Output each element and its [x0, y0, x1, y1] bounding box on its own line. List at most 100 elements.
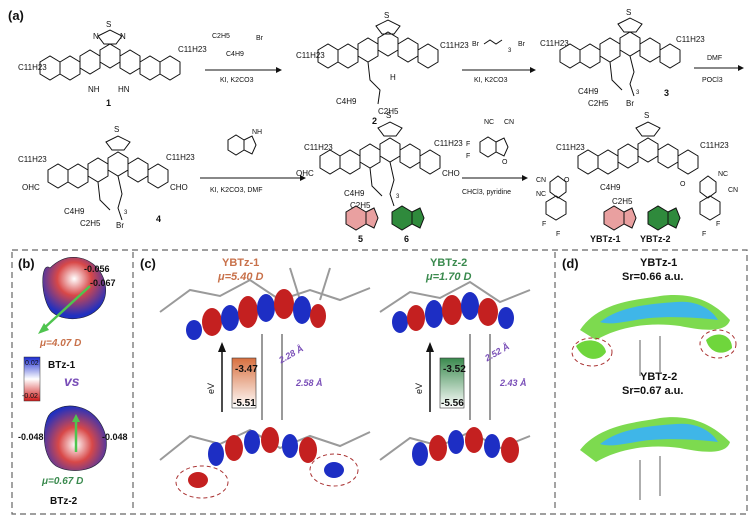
svg-text:NC: NC: [536, 191, 546, 198]
benzotriazole-reagent: [227, 134, 257, 156]
svg-text:POCl3: POCl3: [702, 77, 723, 84]
svg-text:S: S: [644, 111, 649, 120]
panel-c-label: (c): [140, 256, 156, 271]
svg-text:S: S: [626, 8, 631, 17]
svg-text:CHO: CHO: [170, 183, 188, 192]
compound-2-structure: [317, 19, 439, 105]
panel-a: (a) S N N NH HN C11H23 C11H23 1 C2H5 C4H…: [8, 8, 744, 244]
c-ybtz1-dist1: 2.28 Å: [276, 343, 305, 365]
svg-text:O: O: [564, 177, 570, 184]
svg-text:C2H5: C2H5: [212, 33, 230, 40]
svg-text:0.02: 0.02: [25, 360, 39, 367]
svg-text:C11H23: C11H23: [556, 143, 585, 152]
svg-text:-0.048: -0.048: [18, 432, 44, 442]
svg-text:C11H23: C11H23: [440, 41, 469, 50]
c-ybtz1-dipole: μ=5.40 D: [217, 271, 264, 283]
compound-1-structure: [39, 29, 181, 81]
panel-a-label: (a): [8, 8, 24, 23]
panel-c: (c) YBTz-1 μ=5.40 D YBTz-2 μ=1.70 D: [140, 256, 531, 499]
d-ybtz2-sr: Sr=0.67 a.u.: [622, 385, 683, 397]
svg-text:F: F: [466, 153, 470, 160]
svg-text:C4H9: C4H9: [344, 189, 365, 198]
c-ybtz2-gap-bar: [439, 357, 465, 409]
svg-text:C4H9: C4H9: [336, 97, 357, 106]
svg-text:C11H23: C11H23: [304, 143, 333, 152]
svg-text:F: F: [542, 221, 546, 228]
svg-text:C2H5: C2H5: [350, 201, 371, 210]
benzotriazole-ring-green: [391, 205, 413, 231]
svg-text:C4H9: C4H9: [226, 51, 244, 58]
c-ybtz1-name: YBTz-1: [222, 257, 259, 269]
svg-text:CHCl3, pyridine: CHCl3, pyridine: [462, 189, 511, 196]
svg-text:-0.056: -0.056: [84, 264, 110, 274]
svg-text:N: N: [120, 32, 126, 41]
c-ybtz1-lumo: -3.47: [235, 364, 258, 375]
svg-text:OHC: OHC: [296, 169, 314, 178]
btz1-name: BTz-1: [48, 360, 76, 371]
c-ybtz1-homo: -5.51: [233, 398, 256, 409]
svg-text:eV: eV: [414, 383, 424, 394]
svg-text:OHC: OHC: [22, 183, 40, 192]
svg-text:NH: NH: [88, 85, 100, 94]
c-ybtz2-dipole: μ=1.70 D: [425, 271, 472, 283]
svg-text:C11H23: C11H23: [700, 141, 729, 150]
svg-text:F: F: [702, 231, 706, 238]
d-ybtz2-isosurface: [580, 417, 730, 462]
c-ybtz1-gap-bar: [231, 357, 257, 409]
c-ybtz2-dist2: 2.43 Å: [499, 378, 527, 388]
esp-color-scale: [23, 356, 41, 402]
ybtz-1-label: YBTz-1: [590, 234, 621, 244]
svg-text:CHO: CHO: [442, 169, 460, 178]
c-ybtz1-homo-orbitals: [188, 427, 344, 488]
c-ybtz1-dist2: 2.58 Å: [295, 378, 323, 388]
svg-text:C11H23: C11H23: [676, 35, 705, 44]
c-ybtz1-lumo-orbitals: [186, 289, 326, 340]
panel-d: (d) YBTz-1 Sr=0.66 a.u. YBTz-2 Sr=0.67 a…: [562, 256, 737, 500]
d-ybtz2-name: YBTz-2: [640, 371, 677, 383]
panel-b: (b) -0.056 -0.067 μ=4.07 D BTz-1 0.02 -0…: [18, 256, 128, 507]
svg-text:CN: CN: [728, 187, 738, 194]
svg-text:NC: NC: [484, 119, 494, 126]
c-ybtz2-lumo-orbitals: [392, 292, 514, 333]
svg-text:3: 3: [636, 90, 640, 96]
btz1-dipole-arrow: [41, 285, 91, 331]
svg-text:C4H9: C4H9: [64, 207, 85, 216]
d-ybtz1-highlight-left: [571, 337, 613, 367]
d-ybtz1-isosurface: [576, 295, 732, 359]
d-ybtz1-highlight-right: [699, 329, 737, 359]
ybtz-2-label: YBTz-2: [640, 234, 671, 244]
compound-1-label: 1: [106, 98, 111, 108]
compound-3-label: 3: [664, 88, 669, 98]
btz2-name: BTz-2: [50, 496, 78, 507]
svg-text:S: S: [386, 111, 391, 120]
svg-text:KI, K2CO3, DMF: KI, K2CO3, DMF: [210, 187, 263, 194]
svg-text:eV: eV: [206, 383, 216, 394]
svg-text:KI, K2CO3: KI, K2CO3: [220, 77, 254, 84]
svg-text:S: S: [114, 125, 119, 134]
svg-text:F: F: [716, 221, 720, 228]
svg-text:-0.02: -0.02: [22, 393, 38, 400]
svg-text:C11H23: C11H23: [434, 139, 463, 148]
btz2-dipole-value: μ=0.67 D: [41, 476, 83, 487]
svg-text:HN: HN: [118, 85, 130, 94]
svg-text:-0.067: -0.067: [90, 278, 116, 288]
svg-text:C11H23: C11H23: [166, 153, 195, 162]
svg-text:C4H9: C4H9: [578, 87, 599, 96]
compound-5-label: 5: [358, 234, 363, 244]
svg-text:3: 3: [508, 48, 512, 54]
svg-text:-0.048: -0.048: [102, 432, 128, 442]
svg-text:CN: CN: [504, 119, 514, 126]
svg-text:S: S: [106, 20, 111, 29]
svg-text:O: O: [680, 181, 686, 188]
compound-3-structure: [559, 17, 681, 97]
svg-text:C2H5: C2H5: [80, 219, 101, 228]
c-ybtz1-highlight-left: [175, 465, 229, 499]
c-ybtz1-highlight-right: [309, 453, 359, 487]
svg-text:C4H9: C4H9: [600, 183, 621, 192]
svg-text:C11H23: C11H23: [540, 39, 569, 48]
svg-text:Br: Br: [472, 41, 480, 48]
c-ybtz2-dist1: 2.52 Å: [482, 341, 511, 363]
compound-2-label: 2: [372, 116, 377, 126]
svg-text:NC: NC: [718, 171, 728, 178]
svg-text:O: O: [502, 159, 508, 166]
